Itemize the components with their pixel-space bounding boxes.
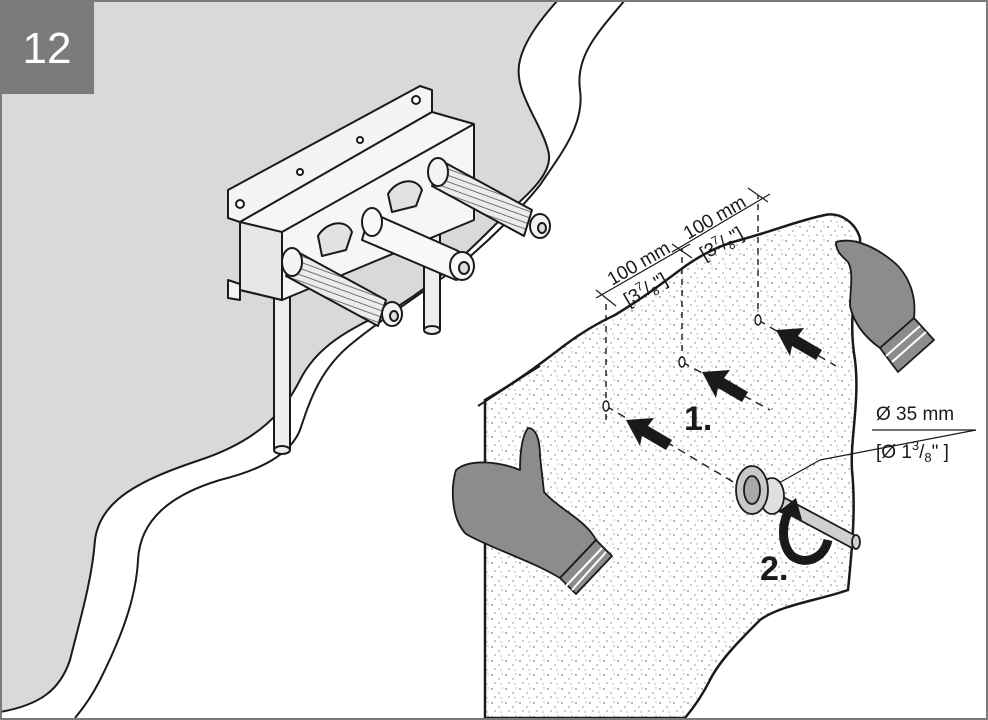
dimension-diameter: Ø 35 mm [Ø 13/8" ] (876, 404, 954, 465)
dimension-lines (595, 187, 977, 489)
arrow-icon (626, 328, 822, 450)
step-badge (0, 0, 94, 94)
step-number: 12 (23, 24, 72, 73)
hand-left-icon (451, 427, 613, 595)
dimension-diameter-imperial: [Ø 13/8" ] (876, 438, 949, 465)
step-label-1: 1. (684, 400, 712, 438)
drill-hole-markers (602, 195, 837, 493)
drill-hole-middle (678, 356, 686, 368)
dimension-diameter-metric: Ø 35 mm (876, 404, 954, 425)
wall-panel-top-edge (477, 365, 541, 718)
wall-edge-line (74, 0, 626, 719)
drill-hole-right (754, 314, 762, 326)
rotate-arrow-icon (778, 498, 833, 565)
mounting-box (227, 85, 551, 455)
step-label-2: 2. (760, 550, 788, 588)
drill-hole-left (602, 400, 610, 412)
hand-right-icon (835, 239, 935, 373)
